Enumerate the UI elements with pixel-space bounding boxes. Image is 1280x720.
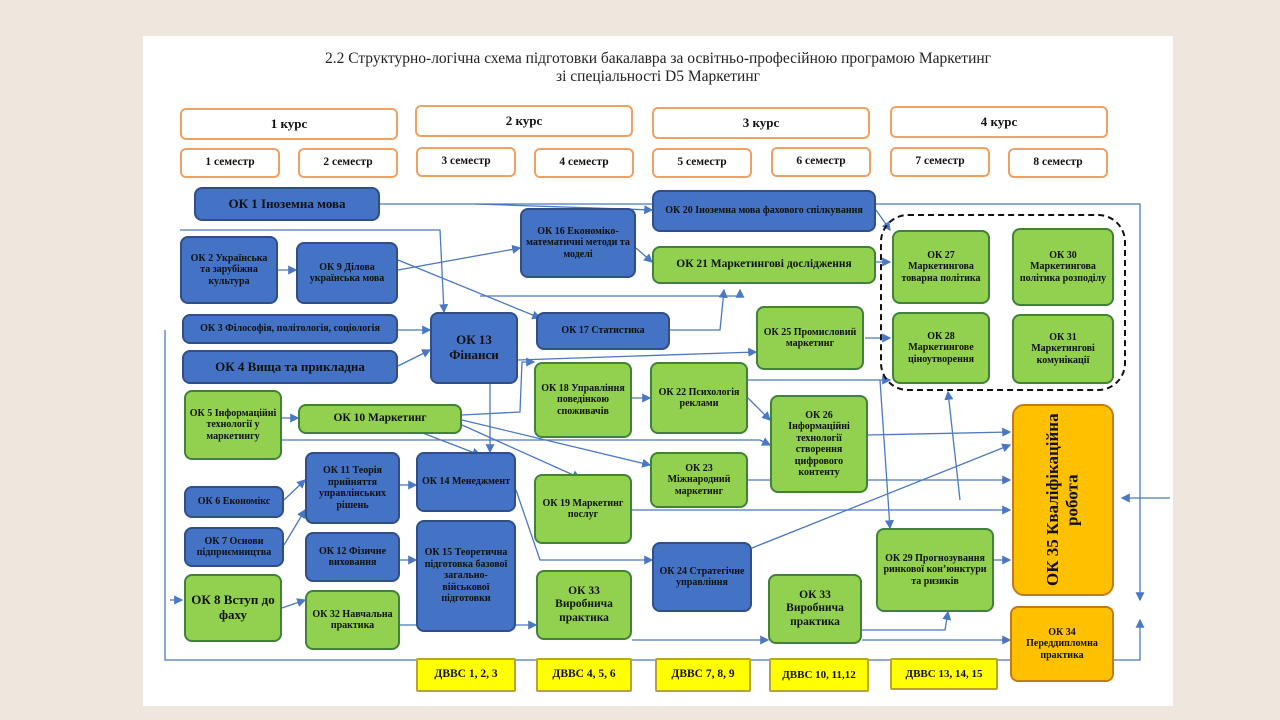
node-ok23: ОК 23 Міжнародний маркетинг bbox=[650, 452, 748, 508]
elective-dvvs-3: ДВВС 7, 8, 9 bbox=[655, 658, 751, 692]
diagram-title-line1: 2.2 Структурно-логічна схема підготовки … bbox=[324, 50, 992, 67]
ok10-to-ok14 bbox=[419, 431, 482, 457]
ok24-to-ok35 bbox=[751, 443, 1012, 549]
ok29-to-group bbox=[944, 390, 961, 501]
ok10-to-ok23 bbox=[461, 419, 652, 468]
ok17-to-ok21 bbox=[670, 288, 728, 331]
node-ok10: ОК 10 Маркетинг bbox=[298, 404, 462, 434]
ok14-to-ok24 bbox=[515, 489, 654, 565]
node-ok35-label: ОК 35 Кваліфікаційна робота bbox=[1043, 413, 1082, 587]
node-ok32: ОК 32 Навчальна практика bbox=[305, 590, 400, 650]
node-ok20: ОК 20 Іноземна мова фахового спілкування bbox=[652, 190, 876, 232]
ok26-to-ok35 bbox=[867, 427, 1012, 437]
course-4-header: 4 курс bbox=[890, 106, 1108, 138]
elective-dvvs-5: ДВВС 13, 14, 15 bbox=[890, 658, 998, 690]
node-ok35: ОК 35 Кваліфікаційна робота bbox=[1012, 404, 1114, 596]
node-ok4: ОК 4 Вища та прикладна bbox=[182, 350, 398, 384]
node-ok12: ОК 12 Фізичне виховання bbox=[305, 532, 400, 582]
course-1-header: 1 курс bbox=[180, 108, 398, 140]
semester-8: 8 семестр bbox=[1008, 148, 1108, 178]
node-ok5: ОК 5 Інформаційні технології у маркетинг… bbox=[184, 390, 282, 460]
semester-7: 7 семестр bbox=[890, 147, 990, 177]
semester-5: 5 семестр bbox=[652, 148, 752, 178]
ok10-to-ok19 bbox=[461, 424, 582, 479]
node-ok2: ОК 2 Українська та зарубіжна культура bbox=[180, 236, 278, 304]
course-2-header: 2 курс bbox=[415, 105, 633, 137]
semester-6: 6 семестр bbox=[771, 147, 871, 177]
node-ok17: ОК 17 Статистика bbox=[536, 312, 670, 350]
node-ok11: ОК 11 Теорія прийняття управлінських ріш… bbox=[305, 452, 400, 524]
semester-1: 1 семестр bbox=[180, 148, 280, 178]
ok33b-to-ok29 bbox=[862, 610, 952, 631]
node-ok22: ОК 22 Психологія реклами bbox=[650, 362, 748, 434]
node-ok15: ОК 15 Теоретична підготовка базової зага… bbox=[416, 520, 516, 632]
ok22-to-ok26 bbox=[747, 397, 771, 421]
node-ok14: ОК 14 Менеджмент bbox=[416, 452, 516, 512]
ok6-to-ok11 bbox=[283, 479, 306, 501]
node-ok31: ОК 31 Маркетингові комунікації bbox=[1012, 314, 1114, 384]
elective-dvvs-1: ДВВС 1, 2, 3 bbox=[416, 658, 516, 692]
node-ok26: ОК 26 Інформаційні технології створення … bbox=[770, 395, 868, 493]
node-ok29: ОК 29 Прогнозування ринкової кон’юнктури… bbox=[876, 528, 994, 612]
diagram-title-line2: зі спеціальності D5 Маркетинг bbox=[555, 68, 761, 85]
node-ok9: ОК 9 Ділова українська мова bbox=[296, 242, 398, 304]
ok16-to-ok21 bbox=[635, 247, 653, 263]
course-3-header: 3 курс bbox=[652, 107, 870, 139]
ok10-to-ok18 bbox=[461, 357, 536, 416]
node-ok8: ОК 8 Вступ до фаху bbox=[184, 574, 282, 642]
node-ok6: ОК 6 Економікс bbox=[184, 486, 284, 518]
elective-dvvs-4: ДВВС 10, 11,12 bbox=[769, 658, 869, 692]
node-ok3: ОК 3 Філософія, політологія, соціологія bbox=[182, 314, 398, 344]
node-ok24: ОК 24 Стратегічне управління bbox=[652, 542, 752, 612]
node-ok7: ОК 7 Основи підприємництва bbox=[184, 527, 284, 567]
backbone-bottom bbox=[164, 330, 1145, 661]
ok13-to-ok21 bbox=[480, 288, 745, 298]
node-ok18: ОК 18 Управління поведінкою споживачів bbox=[534, 362, 632, 438]
node-ok34: ОК 34 Переддипломна практика bbox=[1010, 606, 1114, 682]
semester-4: 4 семестр bbox=[534, 148, 634, 178]
elective-group-outline bbox=[880, 214, 1126, 391]
node-ok21: ОК 21 Маркетингові дослідження bbox=[652, 246, 876, 284]
ok7-to-ok11 bbox=[283, 508, 306, 546]
node-ok1: ОК 1 Іноземна мова bbox=[194, 187, 380, 221]
node-ok19: ОК 19 Маркетинг послуг bbox=[534, 474, 632, 544]
semester-2: 2 семестр bbox=[298, 148, 398, 178]
node-ok13: ОК 13 Фінанси bbox=[430, 312, 518, 384]
ok5-to-ok26 bbox=[282, 437, 772, 446]
ok9-to-ok17 bbox=[397, 259, 542, 320]
ok2-to-ok13 bbox=[180, 229, 449, 314]
ok8-to-ok12 bbox=[281, 598, 307, 609]
node-ok30: ОК 30 Маркетингова політика розподілу bbox=[1012, 228, 1114, 306]
node-ok16: ОК 16 Економіко-математичні методи та мо… bbox=[520, 208, 636, 278]
group-to-ok29 bbox=[879, 379, 895, 530]
node-ok33-b: ОК 33 Виробнича практика bbox=[768, 574, 862, 644]
node-ok25: ОК 25 Промисловий маркетинг bbox=[756, 306, 864, 370]
elective-dvvs-2: ДВВС 4, 5, 6 bbox=[536, 658, 632, 692]
semester-3: 3 семестр bbox=[416, 147, 516, 177]
ok1-to-right bbox=[380, 203, 1145, 602]
ok13-to-ok25 bbox=[517, 347, 758, 361]
node-ok28: ОК 28 Маркетингове ціноутворення bbox=[892, 312, 990, 384]
node-ok33-a: ОК 33 Виробнича практика bbox=[536, 570, 632, 640]
node-ok27: ОК 27 Маркетингова товарна політика bbox=[892, 230, 990, 304]
ok9-to-ok16 bbox=[397, 244, 522, 271]
ok4-to-ok13 bbox=[397, 349, 432, 367]
